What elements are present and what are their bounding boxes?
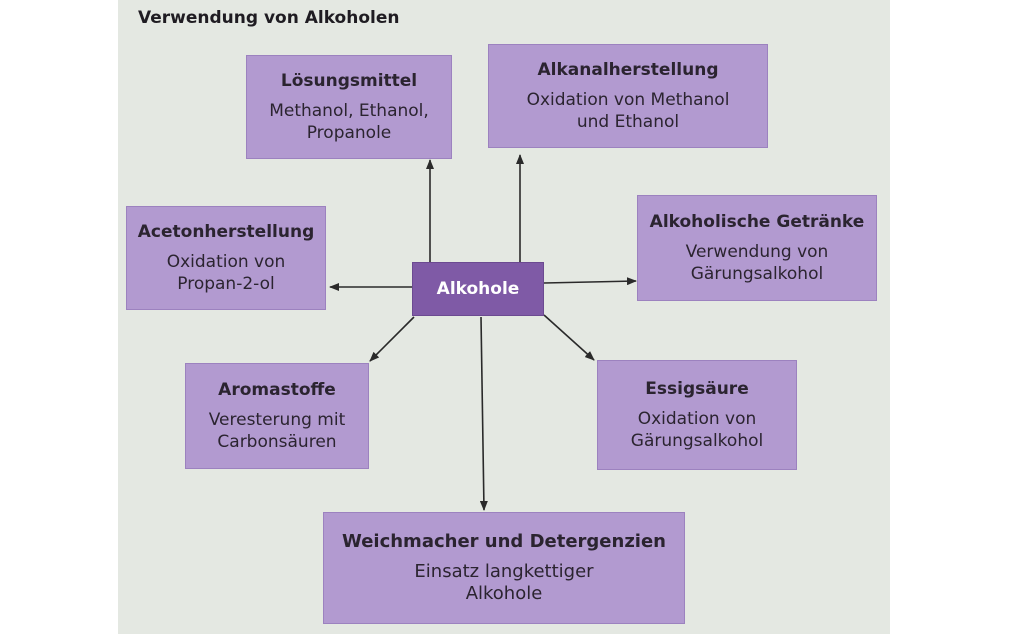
box-heading: Weichmacher und Detergenzien — [341, 531, 666, 552]
box-text: Oxidation von Propan-2-ol — [166, 252, 286, 294]
box-heading: Aromastoffe — [218, 380, 336, 400]
box-heading: Alkanalherstellung — [537, 60, 719, 80]
box-heading: Acetonherstellung — [137, 222, 315, 242]
arrow-to-weichmacher — [479, 316, 488, 511]
textbook-page: Verwendung von Alkoholen Alkohole Lösung… — [118, 0, 890, 634]
box-text: Oxidation von Methanol und Ethanol — [526, 90, 730, 132]
box-essigsaeure: Essigsäure Oxidation von Gärungsalkohol — [597, 360, 797, 470]
center-label: Alkohole — [436, 279, 520, 299]
diagram-title: Verwendung von Alkoholen — [138, 8, 400, 28]
box-alkoholische-getraenke: Alkoholische Getränke Verwendung von Gär… — [637, 195, 877, 301]
box-alkanalherstellung: Alkanalherstellung Oxidation von Methano… — [488, 44, 768, 148]
arrow-to-essig — [543, 314, 595, 361]
box-loesungsmittel: Lösungsmittel Methanol, Ethanol, Propano… — [246, 55, 452, 159]
box-text: Oxidation von Gärungsalkohol — [630, 409, 764, 451]
arrows — [329, 154, 637, 511]
arrow-to-getraenke — [543, 277, 637, 286]
center-box-alkohole: Alkohole — [412, 262, 544, 316]
arrow-to-aroma — [369, 316, 415, 362]
box-weichmacher-detergenzien: Weichmacher und Detergenzien Einsatz lan… — [323, 512, 685, 624]
box-heading: Essigsäure — [645, 379, 749, 399]
box-heading: Alkoholische Getränke — [649, 212, 865, 232]
box-acetonherstellung: Acetonherstellung Oxidation von Propan-2… — [126, 206, 326, 310]
box-text: Methanol, Ethanol, Propanole — [269, 101, 429, 143]
box-text: Veresterung mit Carbonsäuren — [208, 410, 346, 452]
box-aromastoffe: Aromastoffe Veresterung mit Carbonsäuren — [185, 363, 369, 469]
box-text: Verwendung von Gärungsalkohol — [685, 242, 829, 284]
box-heading: Lösungsmittel — [280, 71, 418, 91]
box-text: Einsatz langkettiger Alkohole — [414, 561, 594, 604]
